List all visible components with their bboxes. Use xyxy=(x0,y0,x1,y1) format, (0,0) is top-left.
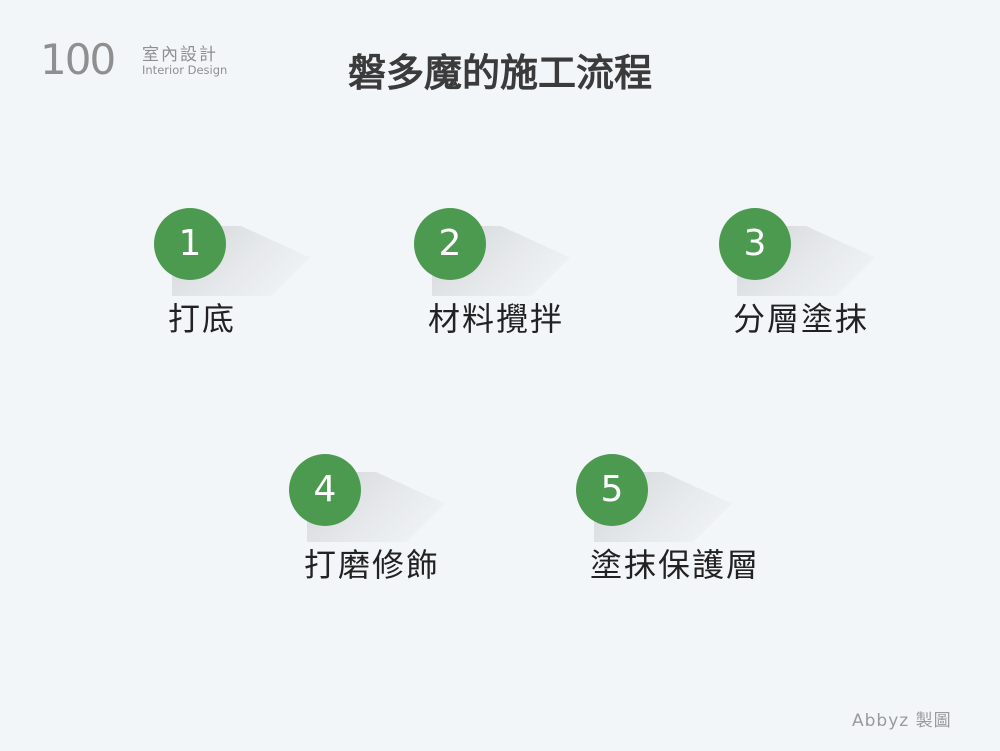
step-4: 4 打磨修飾 xyxy=(289,454,549,594)
step-5: 5 塗抹保護層 xyxy=(576,454,836,594)
step-2: 2 材料攪拌 xyxy=(414,208,674,348)
step-number-badge: 4 xyxy=(289,454,361,526)
step-number-badge: 2 xyxy=(414,208,486,280)
step-label: 分層塗抹 xyxy=(733,300,870,338)
step-1: 1 打底 xyxy=(154,208,414,348)
step-number-badge: 1 xyxy=(154,208,226,280)
step-number-badge: 3 xyxy=(719,208,791,280)
logo-name-chinese: 室內設計 xyxy=(142,45,218,65)
step-label: 材料攪拌 xyxy=(428,300,565,338)
step-label: 打底 xyxy=(168,300,237,338)
step-label: 塗抹保護層 xyxy=(590,546,761,584)
step-3: 3 分層塗抹 xyxy=(719,208,979,348)
page-title: 磐多魔的施工流程 xyxy=(347,51,652,95)
credit-text: Abbyz 製圖 xyxy=(852,711,952,731)
logo-number: 100 xyxy=(40,35,116,84)
logo-name-english: Interior Design xyxy=(142,63,228,77)
step-number-badge: 5 xyxy=(576,454,648,526)
step-label: 打磨修飾 xyxy=(304,546,441,584)
brand-logo: 100 室內設計 Interior Design xyxy=(40,38,240,82)
